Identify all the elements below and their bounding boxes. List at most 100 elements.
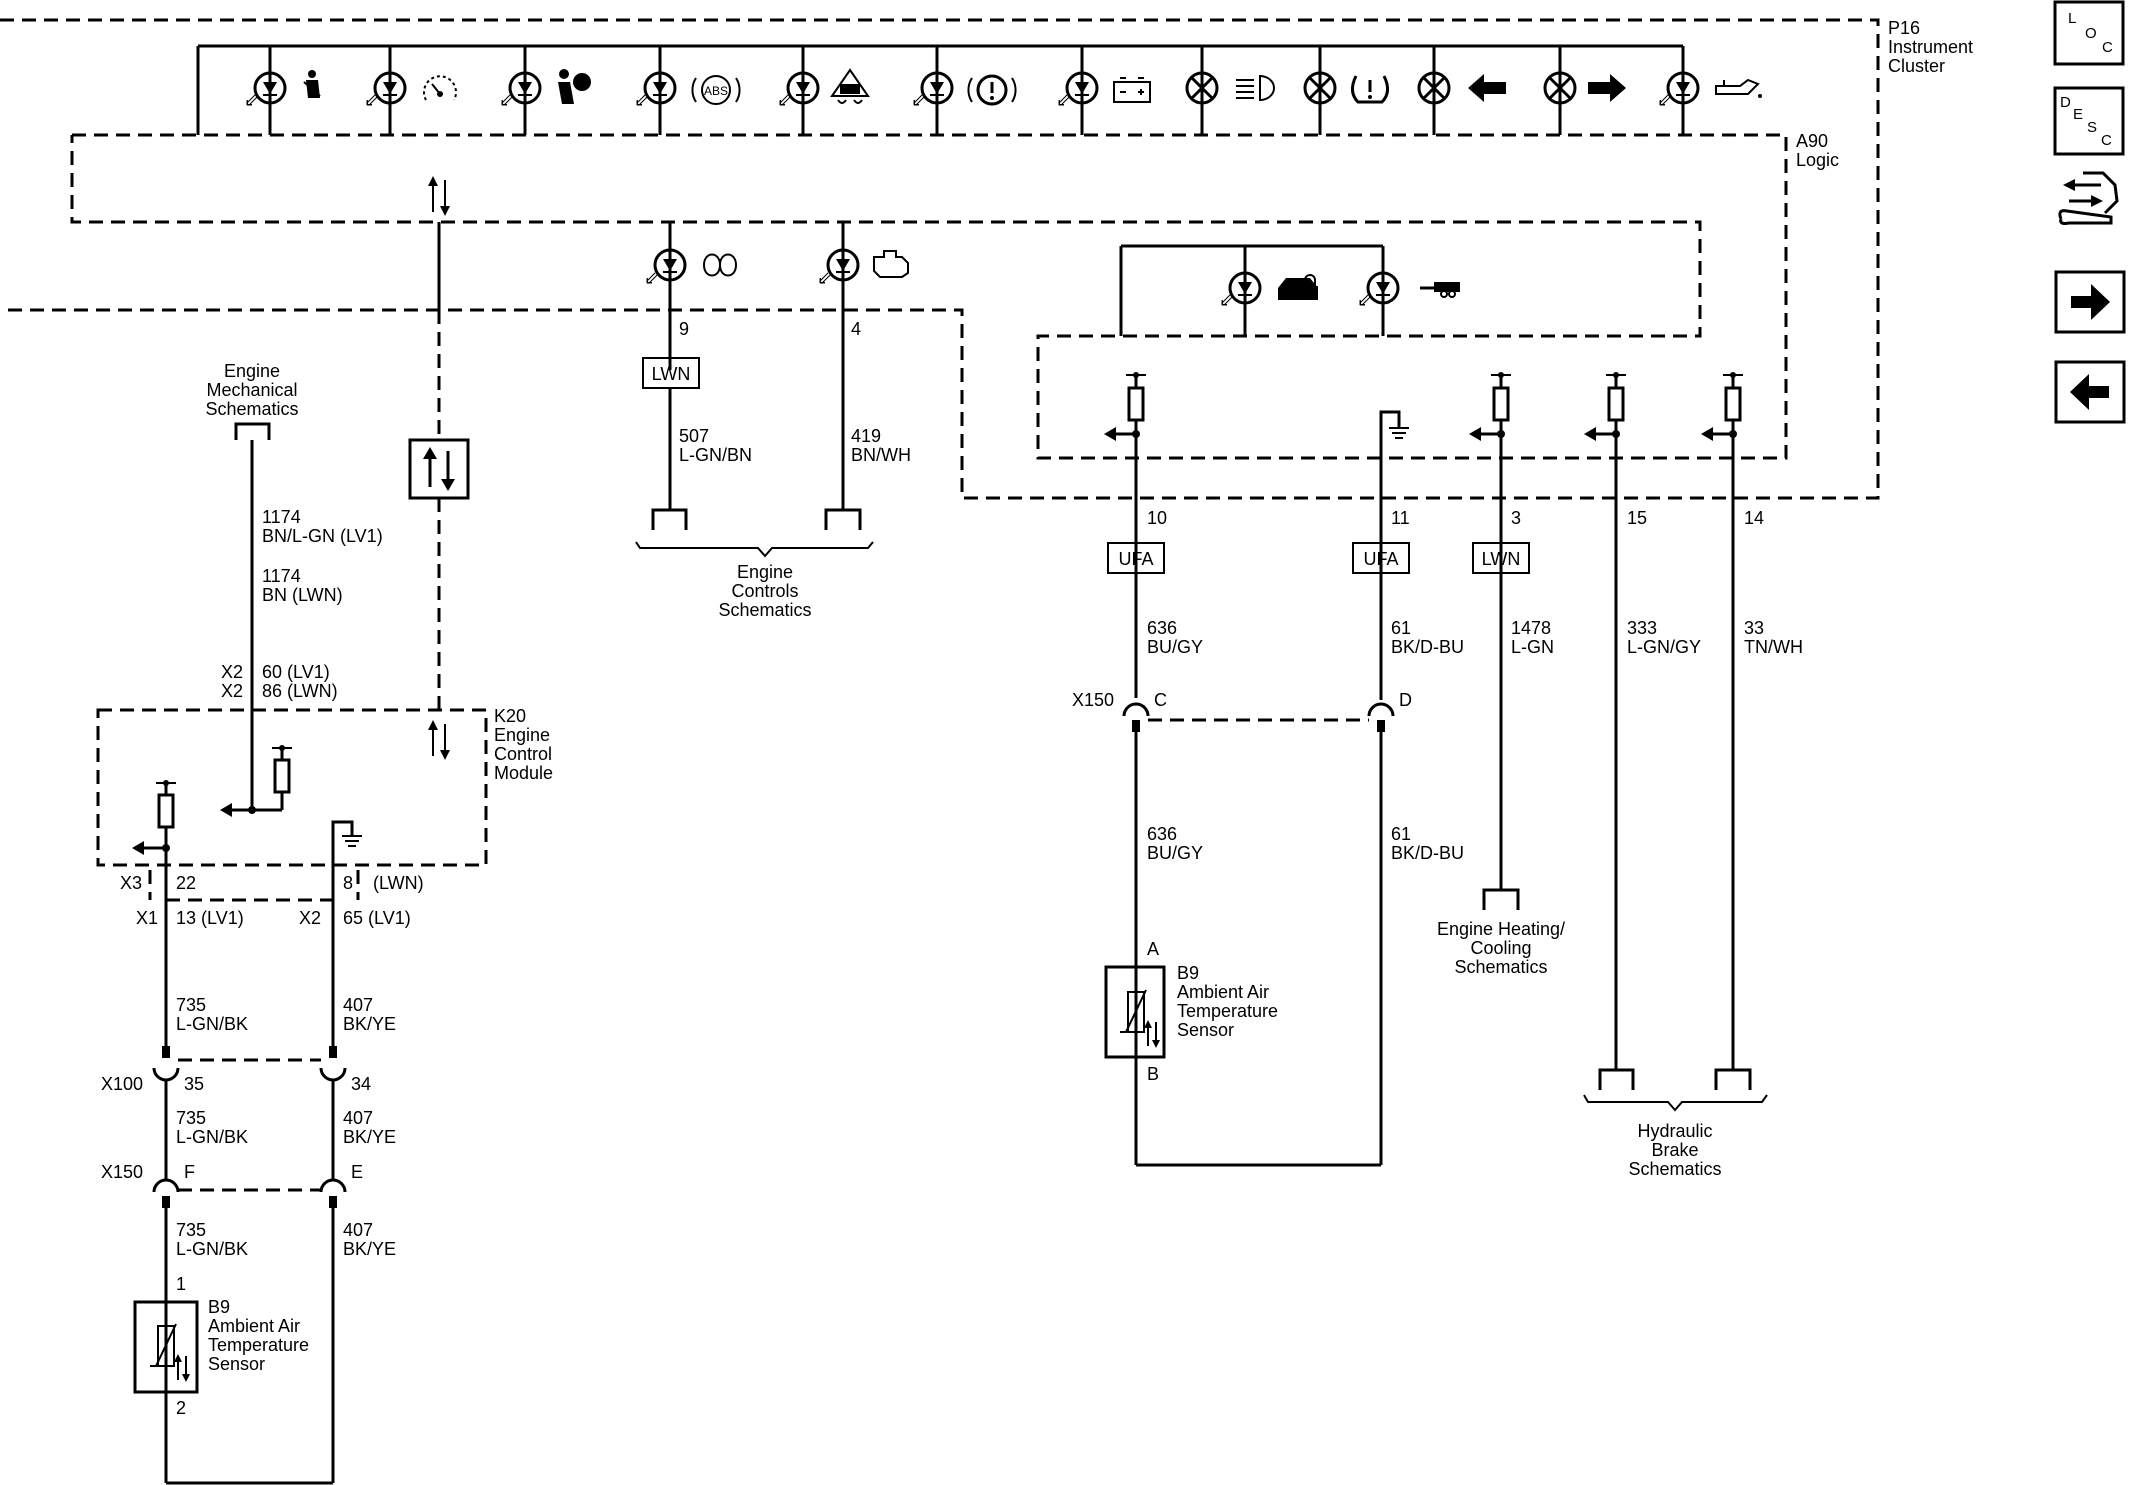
right-sensor-name-2: Temperature xyxy=(1177,1001,1278,1021)
previous-page-button[interactable] xyxy=(2054,360,2126,424)
mid-circuit-507: 507 xyxy=(679,426,709,446)
left-ref-pin-1: 60 (LV1) xyxy=(262,662,330,682)
led-security: ⇙ xyxy=(1219,246,1262,336)
right-x150-pin-c: C xyxy=(1154,690,1167,710)
engine-heating-bracket xyxy=(1482,888,1520,910)
right-pin-3: 3 xyxy=(1511,508,1521,528)
left-ref-wire-2: BN/L-GN (LV1) xyxy=(262,526,383,546)
engine-heating-ref-2: Cooling xyxy=(1470,938,1531,958)
battery-icon xyxy=(1113,77,1151,103)
right-circuit-61: 61 xyxy=(1391,618,1411,638)
left-pin-a2: 13 (LV1) xyxy=(176,908,244,928)
right-sensor-name-1: Ambient Air xyxy=(1177,982,1269,1002)
right-circuit-333: 333 xyxy=(1627,618,1657,638)
next-page-button[interactable] xyxy=(2054,270,2126,334)
led-speedometer: ⇙ xyxy=(364,46,407,135)
left-sensor-body xyxy=(133,1300,199,1394)
right-lower-circuit-61: 61 xyxy=(1391,824,1411,844)
desc-letter-s: S xyxy=(2087,119,2097,136)
abs-label: ABS xyxy=(704,84,728,98)
turn-left-icon xyxy=(1468,74,1506,102)
next-page-icon xyxy=(2071,284,2110,320)
right-circuit-636: 636 xyxy=(1147,618,1177,638)
speedometer-icon xyxy=(423,75,457,101)
right-option-10: UFA xyxy=(1118,549,1153,569)
loc-letter-l: L xyxy=(2068,10,2076,27)
k20-name-2: Control xyxy=(494,744,552,764)
x100-name: X100 xyxy=(101,1074,143,1094)
p16-name-2: Cluster xyxy=(1888,56,1945,76)
right-sensor-id: B9 xyxy=(1177,963,1199,983)
ufa-box-10 xyxy=(1107,542,1165,574)
engine-mech-ref-1: Engine xyxy=(224,361,280,381)
mid-circuit-419: 419 xyxy=(851,426,881,446)
right-x150-name: X150 xyxy=(1072,690,1114,710)
led-glow-plug: ⇙ xyxy=(644,222,687,370)
led-oil: ⇙ xyxy=(1657,46,1700,135)
hydraulic-ref-1: Hydraulic xyxy=(1637,1121,1712,1141)
right-pin-10: 10 xyxy=(1147,508,1167,528)
a90-id: A90 xyxy=(1796,131,1828,151)
svg-text:⇙: ⇙ xyxy=(634,90,649,110)
wire-a-color-1: L-GN/BK xyxy=(176,1014,248,1034)
p16-instrument-cluster-boundary xyxy=(0,18,1880,500)
loc-letter-c: C xyxy=(2102,39,2113,56)
desc-button[interactable]: D E S C xyxy=(2053,86,2125,156)
hydraulic-bracket-1 xyxy=(1598,1068,1635,1090)
k20-ecm-boundary xyxy=(96,708,488,867)
mid-ref-bracket-1 xyxy=(651,508,688,530)
a90-name: Logic xyxy=(1796,150,1839,170)
mid-pin-9: 9 xyxy=(679,319,689,339)
serial-data-arrows-k20 xyxy=(428,720,450,760)
engine-mech-ref-3: Schematics xyxy=(205,399,298,419)
svg-text:⇙: ⇙ xyxy=(817,268,832,288)
svg-text:⇙: ⇙ xyxy=(364,90,379,110)
right-circuit-1478: 1478 xyxy=(1511,618,1551,638)
loc-button[interactable]: L O C xyxy=(2053,0,2125,66)
right-sensor-pin-a: A xyxy=(1147,939,1159,959)
ufa-box-11 xyxy=(1352,542,1410,574)
previous-page-icon xyxy=(2070,374,2109,410)
check-engine-icon xyxy=(873,250,909,278)
security-icon xyxy=(1278,274,1318,300)
connector-view-icon[interactable] xyxy=(2058,171,2119,225)
p16-name-1: Instrument xyxy=(1888,37,1973,57)
x150-left-pin-b: E xyxy=(351,1162,363,1182)
left-sensor-name-2: Temperature xyxy=(208,1335,309,1355)
left-pin-a: 22 xyxy=(176,873,196,893)
k20-sensor-pull-up xyxy=(132,780,176,855)
engine-controls-brace xyxy=(635,541,874,558)
lwn-box-3 xyxy=(1472,542,1530,574)
x100-connector xyxy=(152,1046,347,1082)
left-ref-pin-conn-1: X2 xyxy=(221,662,243,682)
wire-b-color-3: BK/YE xyxy=(343,1239,396,1259)
svg-text:⇙: ⇙ xyxy=(1657,90,1672,110)
mid-color-507: L-GN/BN xyxy=(679,445,752,465)
wire-a-color-3: L-GN/BK xyxy=(176,1239,248,1259)
svg-text:⇙: ⇙ xyxy=(1219,290,1234,310)
x150-left-pin-a: F xyxy=(184,1162,195,1182)
left-pin-b-conn2: X2 xyxy=(299,908,321,928)
svg-text:⇙: ⇙ xyxy=(499,90,514,110)
serial-data-symbol-box xyxy=(408,438,470,500)
left-pin-b-note: (LWN) xyxy=(373,873,424,893)
left-sensor-name-3: Sensor xyxy=(208,1354,265,1374)
wire-b-color-2: BK/YE xyxy=(343,1127,396,1147)
wire-a-circuit-1: 735 xyxy=(176,995,206,1015)
engine-heating-ref-3: Schematics xyxy=(1454,957,1547,977)
engine-controls-ref-3: Schematics xyxy=(718,600,811,620)
mid-option-lwn: LWN xyxy=(652,364,691,384)
tire-pressure-icon xyxy=(1351,75,1389,104)
engine-controls-ref-1: Engine xyxy=(737,562,793,582)
hydraulic-bracket-2 xyxy=(1714,1068,1752,1090)
wire-b-circuit-3: 407 xyxy=(343,1220,373,1240)
left-ref-wire-4: BN (LWN) xyxy=(262,585,343,605)
left-ref-pin-2: 86 (LWN) xyxy=(262,681,338,701)
serial-data-icon xyxy=(423,447,455,491)
thermistor-icon xyxy=(1120,989,1160,1048)
desc-letter-d: D xyxy=(2060,94,2071,111)
mid-ref-bracket-2 xyxy=(824,508,862,530)
k20-name-3: Module xyxy=(494,763,553,783)
trailer-icon xyxy=(1420,282,1460,298)
